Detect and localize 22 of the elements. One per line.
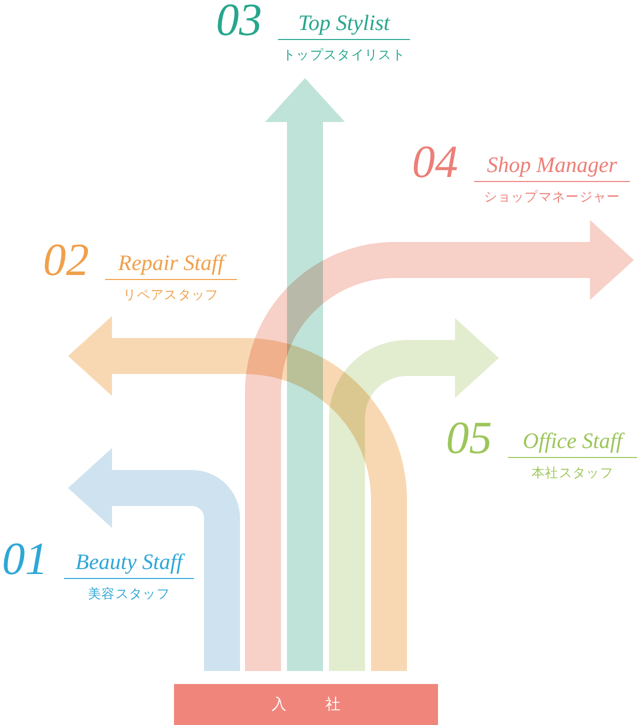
arrow: [265, 78, 345, 671]
job-title-ja: ショップマネージャー: [484, 189, 620, 205]
step-number: 04: [412, 143, 458, 181]
job-title: Repair Staff: [118, 250, 224, 276]
job-title: Shop Manager: [486, 152, 618, 178]
job-title: Beauty Staff: [76, 549, 182, 575]
step-number: 05: [446, 419, 492, 457]
arrow: [68, 316, 407, 671]
arrow: [68, 448, 240, 671]
step-number: 03: [216, 1, 262, 39]
banner-text: 入 社: [270, 694, 352, 714]
step-number: 02: [43, 241, 89, 279]
job-title: Top Stylist: [298, 10, 390, 36]
entry-banner: [174, 684, 438, 725]
arrow: [245, 220, 634, 671]
job-title-ja: トップスタイリスト: [282, 47, 406, 63]
job-title-ja: 美容スタッフ: [88, 586, 170, 602]
job-title-ja: 本社スタッフ: [532, 465, 614, 481]
arrow: [329, 318, 499, 671]
step-number: 01: [2, 540, 48, 578]
job-title: Office Staff: [522, 428, 622, 454]
job-title-ja: リペアスタッフ: [123, 287, 219, 303]
